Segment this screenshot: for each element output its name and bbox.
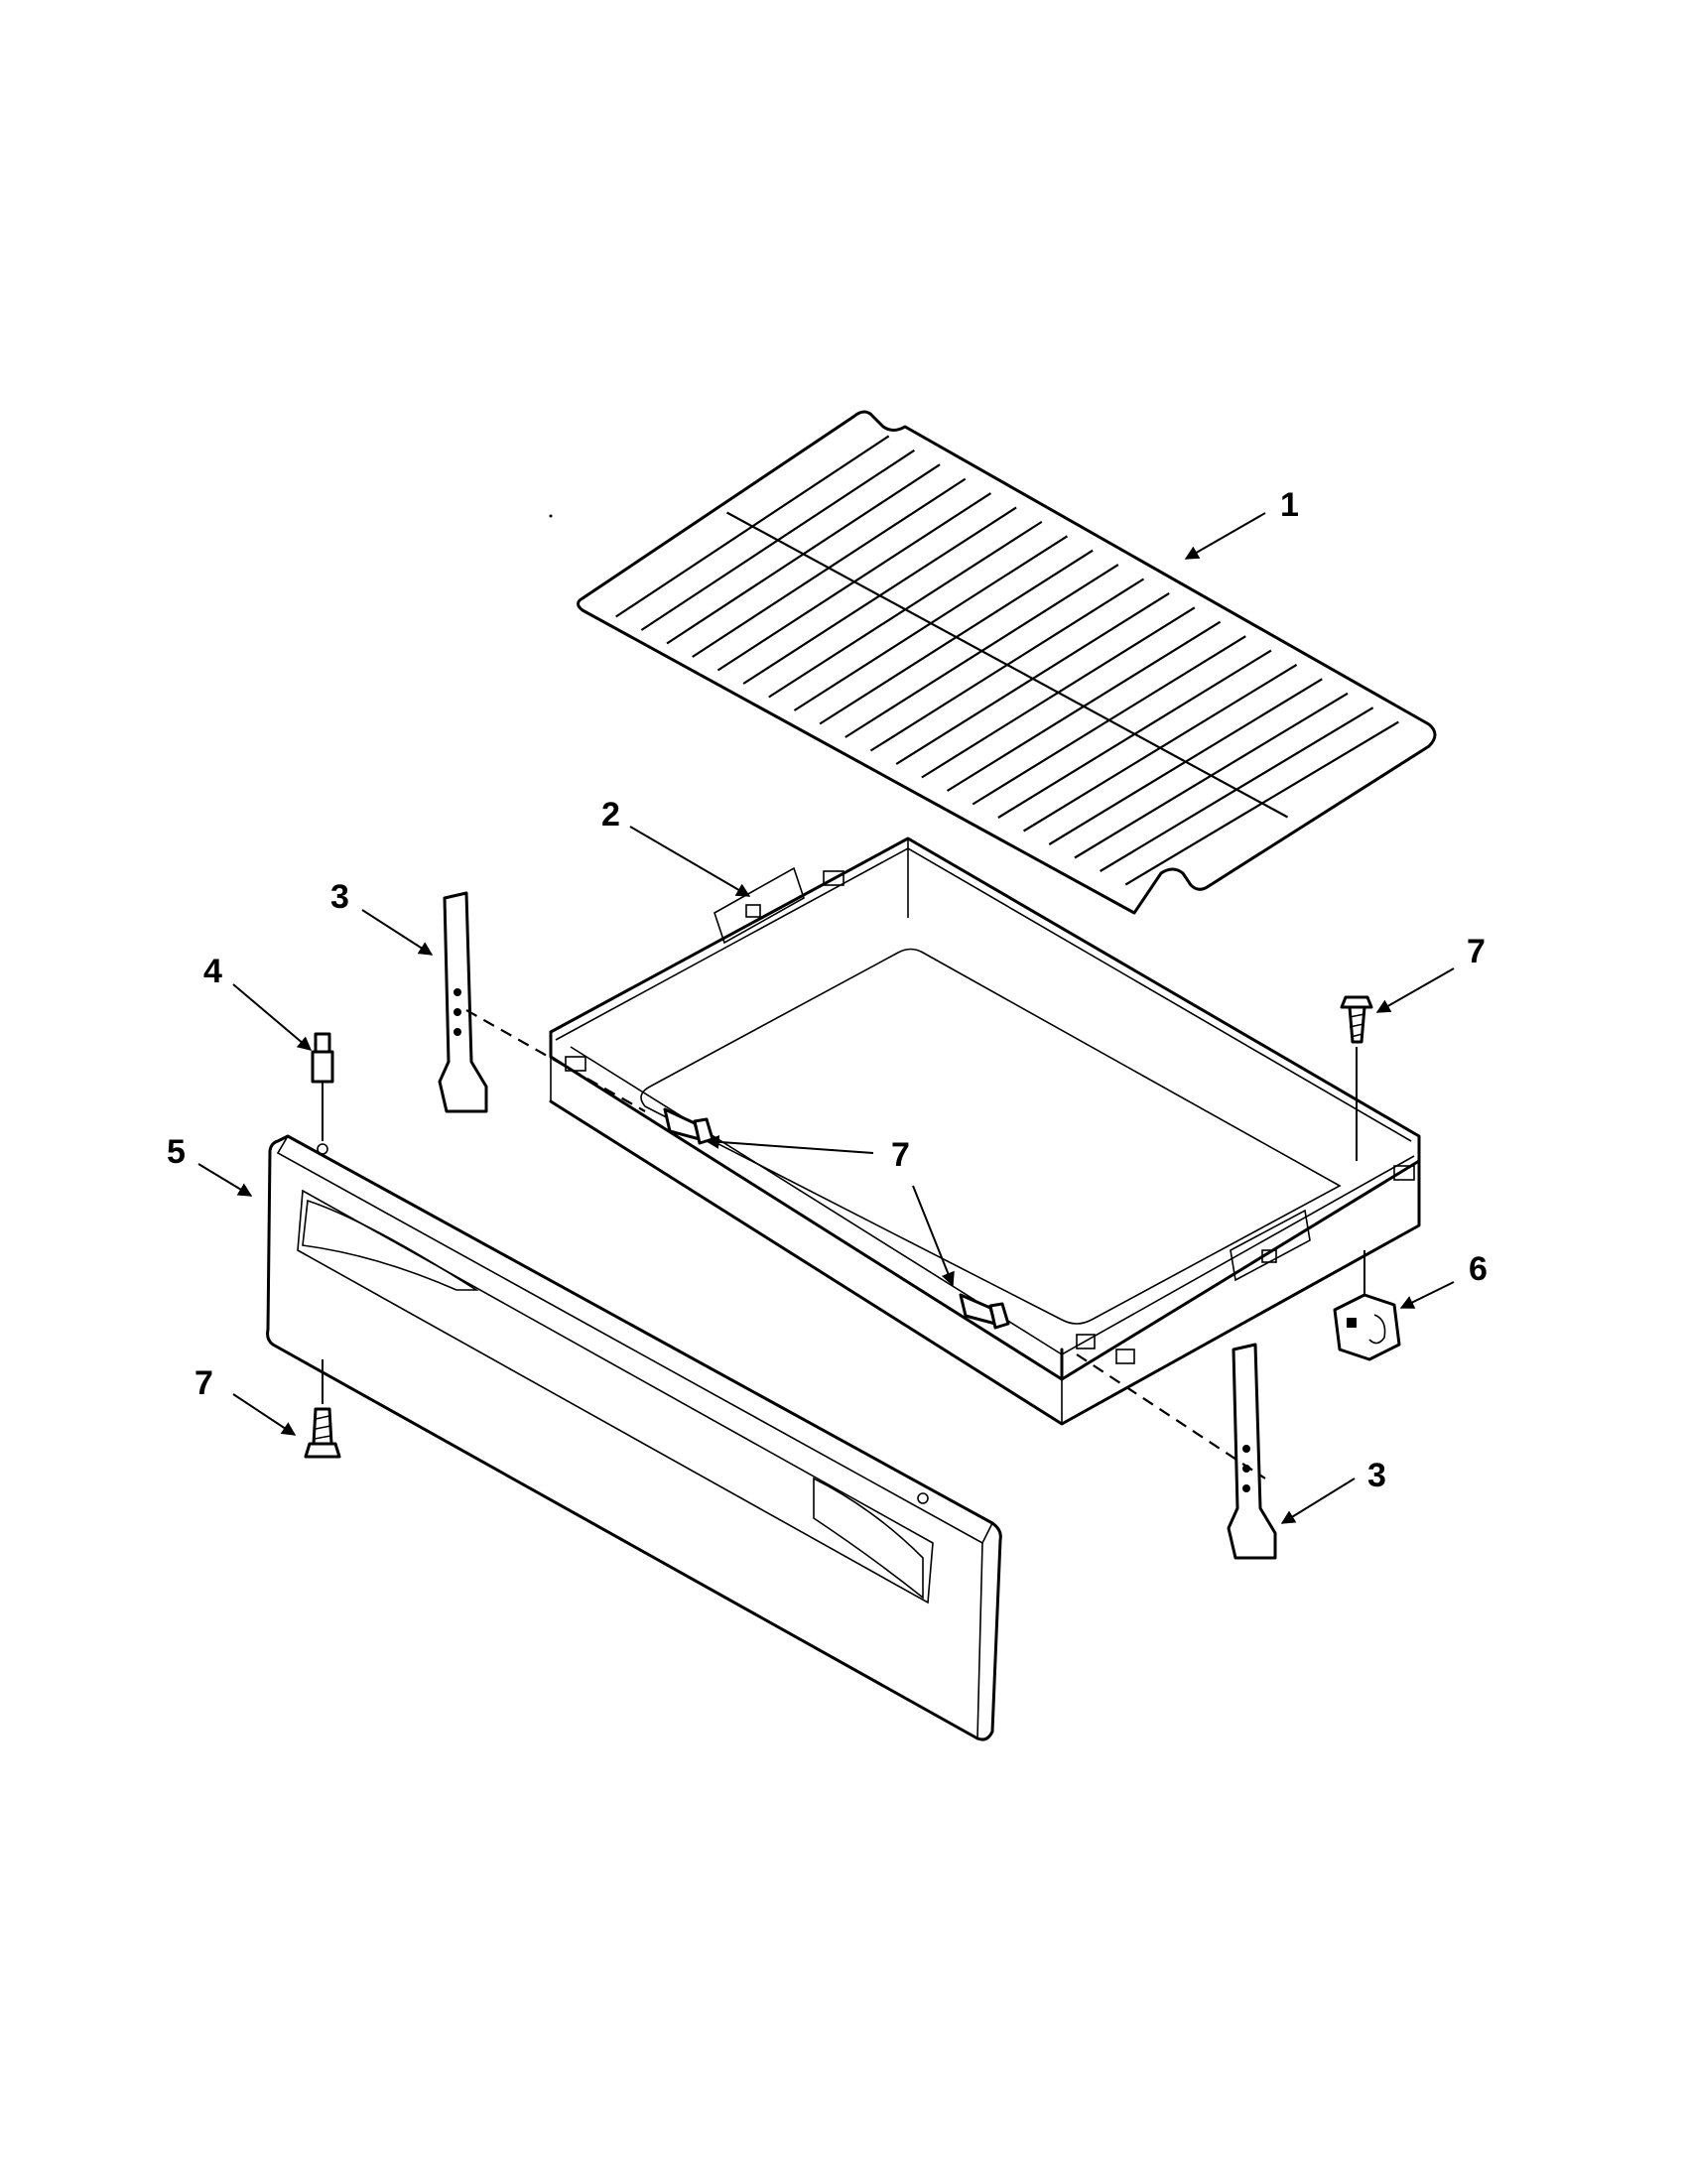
- leader-2: [629, 826, 751, 897]
- rack-wires: [615, 435, 1399, 886]
- clip: [1333, 1250, 1401, 1361]
- callout-screw-top-right: 7: [1467, 933, 1486, 970]
- rack-center-wire: [725, 511, 1289, 819]
- screw-drawer-left: [663, 1107, 714, 1145]
- drawer-front-panel: [266, 1134, 1002, 1741]
- callout-drawer-body: 2: [601, 796, 620, 834]
- callout-rack: 1: [1280, 486, 1299, 524]
- leader-4: [232, 983, 313, 1051]
- leader-5: [197, 1163, 253, 1197]
- callout-screw-front-bottom: 7: [195, 1364, 213, 1402]
- drawer-slide-left: [438, 891, 488, 1113]
- leader-7-drawer-center: [912, 1185, 955, 1287]
- assembly-line-left-slide: [465, 1009, 646, 1112]
- leader-7-bottom: [232, 1393, 297, 1436]
- leader-7-top-right: [1375, 967, 1455, 1013]
- drawer-body: [549, 514, 1421, 1426]
- callout-slide-left: 3: [330, 878, 349, 916]
- callout-clip: 6: [1469, 1250, 1488, 1288]
- assembly-line-right-slide: [1076, 1353, 1266, 1479]
- leader-7-drawer-left: [705, 1134, 874, 1154]
- leader-6: [1399, 1281, 1455, 1309]
- callout-screw-drawer-left: 7: [891, 1136, 910, 1174]
- screw-drawer-center: [959, 1293, 1010, 1330]
- callout-drawer-front: 5: [167, 1133, 186, 1171]
- screw-front-bottom: [304, 1359, 341, 1459]
- oven-rack: [577, 410, 1437, 915]
- drawer-slide-right: [1227, 1343, 1277, 1560]
- stud: [311, 1032, 334, 1141]
- callout-slide-right: 3: [1367, 1457, 1386, 1494]
- leader-1: [1184, 512, 1266, 560]
- leader-3-left: [361, 909, 434, 956]
- screw-top-right: [1340, 995, 1373, 1161]
- leader-3-right: [1280, 1477, 1356, 1524]
- callout-stud: 4: [203, 953, 222, 990]
